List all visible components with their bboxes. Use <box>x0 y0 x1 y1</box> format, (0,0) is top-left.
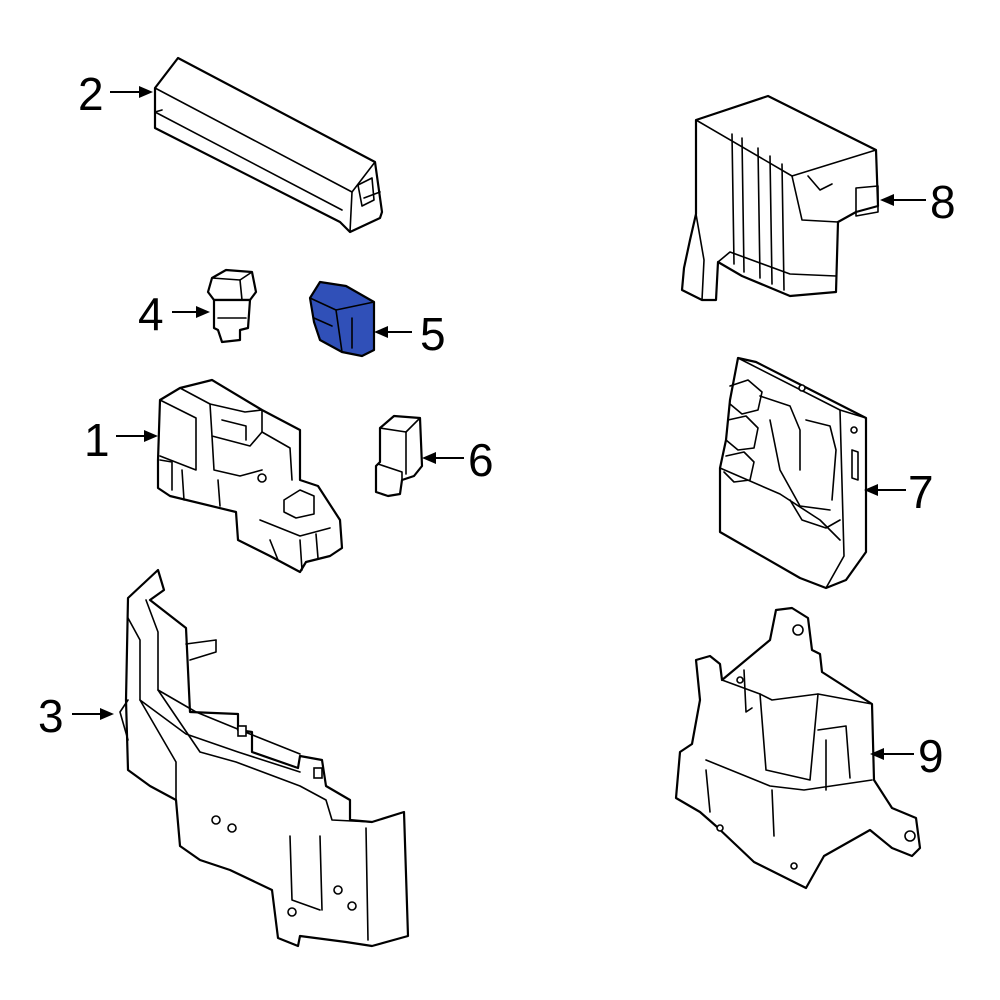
callout-6: 6 <box>422 434 494 486</box>
callout-label-8: 8 <box>930 176 956 228</box>
part-6-mini-relay[interactable] <box>374 414 424 498</box>
callout-label-3: 3 <box>38 690 64 742</box>
part-1-fuse-block-base[interactable] <box>156 378 344 574</box>
part-3-mounting-bracket[interactable] <box>119 568 410 948</box>
part-9-module-bracket[interactable] <box>674 606 922 890</box>
callout-7: 7 <box>864 466 934 518</box>
part-4-small-relay[interactable] <box>206 268 258 344</box>
callout-label-1: 1 <box>84 414 110 466</box>
callout-3: 3 <box>38 690 114 742</box>
part-5-relay[interactable] <box>308 280 376 358</box>
callout-9: 9 <box>870 730 944 782</box>
callout-label-9: 9 <box>918 730 944 782</box>
callout-label-6: 6 <box>468 434 494 486</box>
relay-highlight <box>308 280 376 358</box>
callout-label-4: 4 <box>138 288 164 340</box>
part-7-control-module[interactable] <box>718 356 868 590</box>
callout-label-5: 5 <box>420 308 446 360</box>
callout-5: 5 <box>374 308 446 360</box>
callout-2: 2 <box>78 68 153 120</box>
callout-8: 8 <box>880 176 956 228</box>
part-8-junction-block[interactable] <box>680 94 880 302</box>
callout-1: 1 <box>84 414 158 466</box>
callout-label-2: 2 <box>78 68 104 120</box>
callout-4: 4 <box>138 288 210 340</box>
callout-label-7: 7 <box>908 466 934 518</box>
part-2-fuse-box-cover[interactable] <box>153 56 384 234</box>
